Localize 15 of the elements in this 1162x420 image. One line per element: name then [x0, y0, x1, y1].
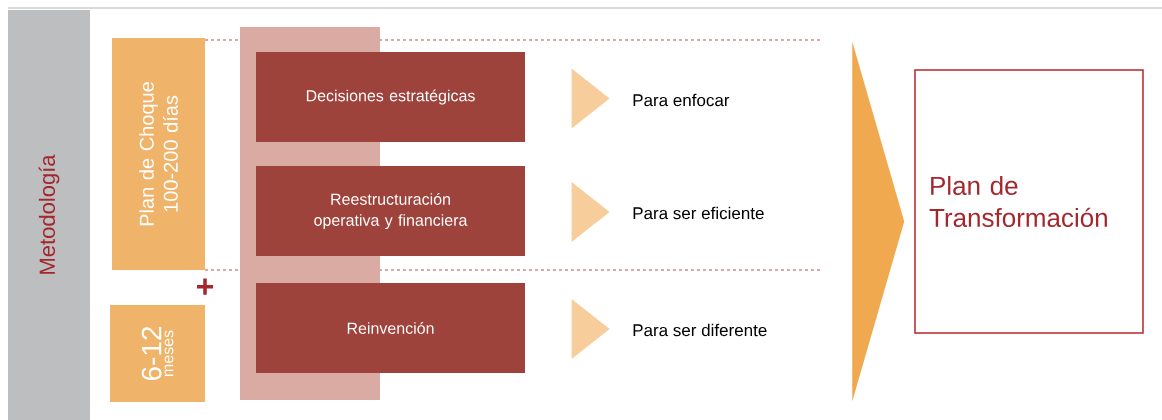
chevron-arrow — [571, 68, 610, 129]
plus-sign: + — [197, 278, 214, 295]
phase-box: 6-12 meses — [110, 305, 205, 402]
side-band: Metodología — [8, 10, 90, 420]
result-text: Para ser diferente — [633, 323, 767, 337]
chevron-arrow — [571, 182, 610, 242]
process-box: Decisiones estratégicas — [256, 52, 525, 142]
result-text: Para ser eficiente — [633, 206, 764, 220]
chevron-arrow — [571, 299, 610, 359]
phase-box: Plan de Choque 100-200 días — [112, 38, 205, 270]
chevron-arrow — [852, 41, 905, 402]
result-text: Para enfocar — [633, 93, 730, 107]
result-box: Plan de Transformación — [914, 69, 1144, 334]
process-box: Reestructuración operativa y financiera — [256, 166, 525, 256]
process-box: Reinvención — [256, 283, 525, 373]
